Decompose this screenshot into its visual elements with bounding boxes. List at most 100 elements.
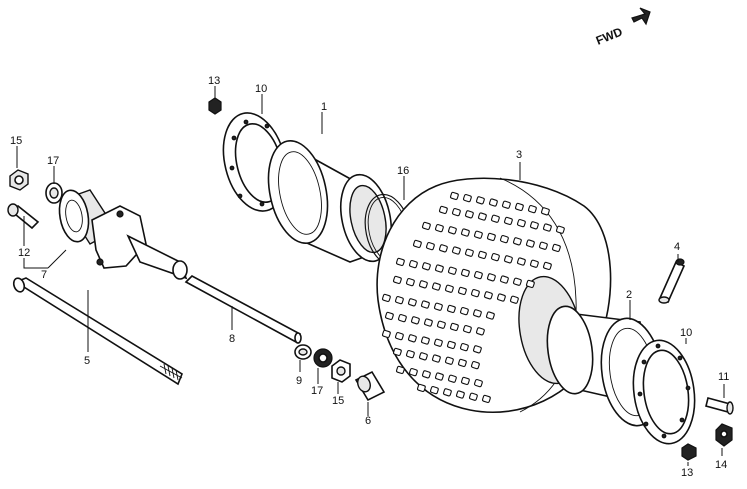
tread-knob — [490, 253, 500, 262]
callout-11: 11 — [718, 371, 729, 383]
tread-knob — [392, 275, 402, 285]
tread-knob — [436, 320, 446, 329]
tread-knob — [499, 275, 509, 284]
tread-knob — [438, 244, 448, 253]
tread-knob — [542, 261, 552, 271]
callout-16: 16 — [397, 165, 409, 177]
tread-knob — [503, 216, 513, 226]
tread-knob — [555, 225, 565, 234]
callout-15-lower: 15 — [332, 395, 344, 407]
tread-knob — [425, 242, 435, 251]
part-nut-bottom — [681, 443, 697, 461]
part-wheel-half-inner — [267, 140, 392, 263]
tread-knob — [486, 232, 496, 242]
tread-knob — [457, 286, 467, 296]
tread-knob — [472, 309, 482, 318]
tread-knob — [392, 347, 402, 357]
tread-knob — [472, 345, 482, 354]
tread-knob — [431, 354, 441, 363]
part-wheel-nut — [715, 423, 733, 447]
tread-knob — [459, 307, 469, 316]
tread-knob — [420, 300, 430, 309]
tread-knob — [407, 334, 417, 343]
tread-knob — [434, 372, 444, 381]
tread-knob — [395, 257, 405, 267]
tread-knob — [516, 257, 526, 266]
tread-knob — [449, 322, 459, 332]
tread-knob — [477, 250, 487, 260]
tread-knob — [464, 248, 474, 257]
tread-knob — [538, 241, 548, 250]
callout-14: 14 — [715, 459, 727, 471]
tread-knob — [384, 311, 394, 321]
tread-knob — [449, 191, 459, 201]
tread-knob — [405, 278, 415, 287]
tread-knob — [407, 298, 417, 307]
part-rim-ring-lower — [632, 339, 696, 445]
tread-knob — [462, 325, 472, 334]
tread-knob — [410, 316, 420, 325]
tread-knob — [434, 224, 444, 233]
tread-knob — [395, 365, 405, 375]
tread-knob — [405, 350, 415, 359]
tread-knob — [477, 212, 487, 221]
tread-knob — [447, 374, 457, 383]
tire-tread-knobs — [381, 191, 565, 404]
tread-knob — [460, 228, 470, 237]
callout-6: 6 — [365, 415, 371, 427]
tread-knob — [525, 239, 535, 248]
tread-knob — [423, 318, 433, 327]
tread-knob — [438, 205, 448, 215]
callout-10-lower: 10 — [680, 327, 692, 339]
part-seal-lower — [313, 348, 333, 368]
tread-knob — [416, 383, 426, 393]
tread-knob — [512, 237, 522, 246]
tread-knob — [418, 280, 428, 289]
part-nut-upper — [9, 169, 29, 191]
tread-knob — [460, 268, 470, 278]
tread-knob — [460, 376, 470, 386]
callout-17-lower: 17 — [311, 385, 323, 397]
tread-knob — [429, 386, 439, 395]
tread-knob — [421, 221, 431, 231]
tread-knob — [503, 255, 513, 264]
part-axle-bolt — [12, 277, 183, 386]
callout-15-upper: 15 — [10, 135, 22, 147]
tread-knob — [488, 198, 498, 207]
callout-7: 7 — [41, 269, 47, 281]
tread-knob — [475, 196, 485, 205]
tread-knob — [509, 295, 519, 304]
tread-knob — [394, 296, 404, 305]
tread-knob — [455, 390, 465, 399]
callout-13-lower: 13 — [681, 467, 693, 479]
part-nut-top — [208, 97, 222, 115]
callout-10-upper: 10 — [255, 83, 267, 95]
tread-knob — [412, 239, 422, 249]
part-hub-assembly — [58, 189, 188, 280]
tread-knob — [442, 388, 452, 397]
tread-knob — [485, 311, 495, 320]
tread-knob — [446, 340, 456, 350]
tread-knob — [464, 210, 474, 219]
part-collar — [294, 344, 312, 360]
tread-knob — [527, 205, 537, 214]
tread-knob — [540, 207, 550, 216]
tread-knob — [434, 264, 444, 273]
callout-12: 12 — [18, 247, 30, 259]
tread-knob — [529, 221, 539, 230]
tread-knob — [397, 314, 407, 323]
part-seal-upper — [45, 182, 63, 204]
leader-lines — [16, 86, 725, 466]
tread-knob — [490, 214, 500, 223]
callout-3: 3 — [516, 149, 522, 161]
callout-4: 4 — [674, 241, 680, 253]
callout-8: 8 — [229, 333, 235, 345]
tread-knob — [457, 358, 467, 368]
tread-knob — [525, 279, 535, 289]
tread-knob — [481, 394, 491, 404]
tread-knob — [501, 200, 511, 209]
callout-2: 2 — [626, 289, 632, 301]
part-sleeve — [354, 370, 386, 402]
tread-knob — [542, 223, 552, 232]
